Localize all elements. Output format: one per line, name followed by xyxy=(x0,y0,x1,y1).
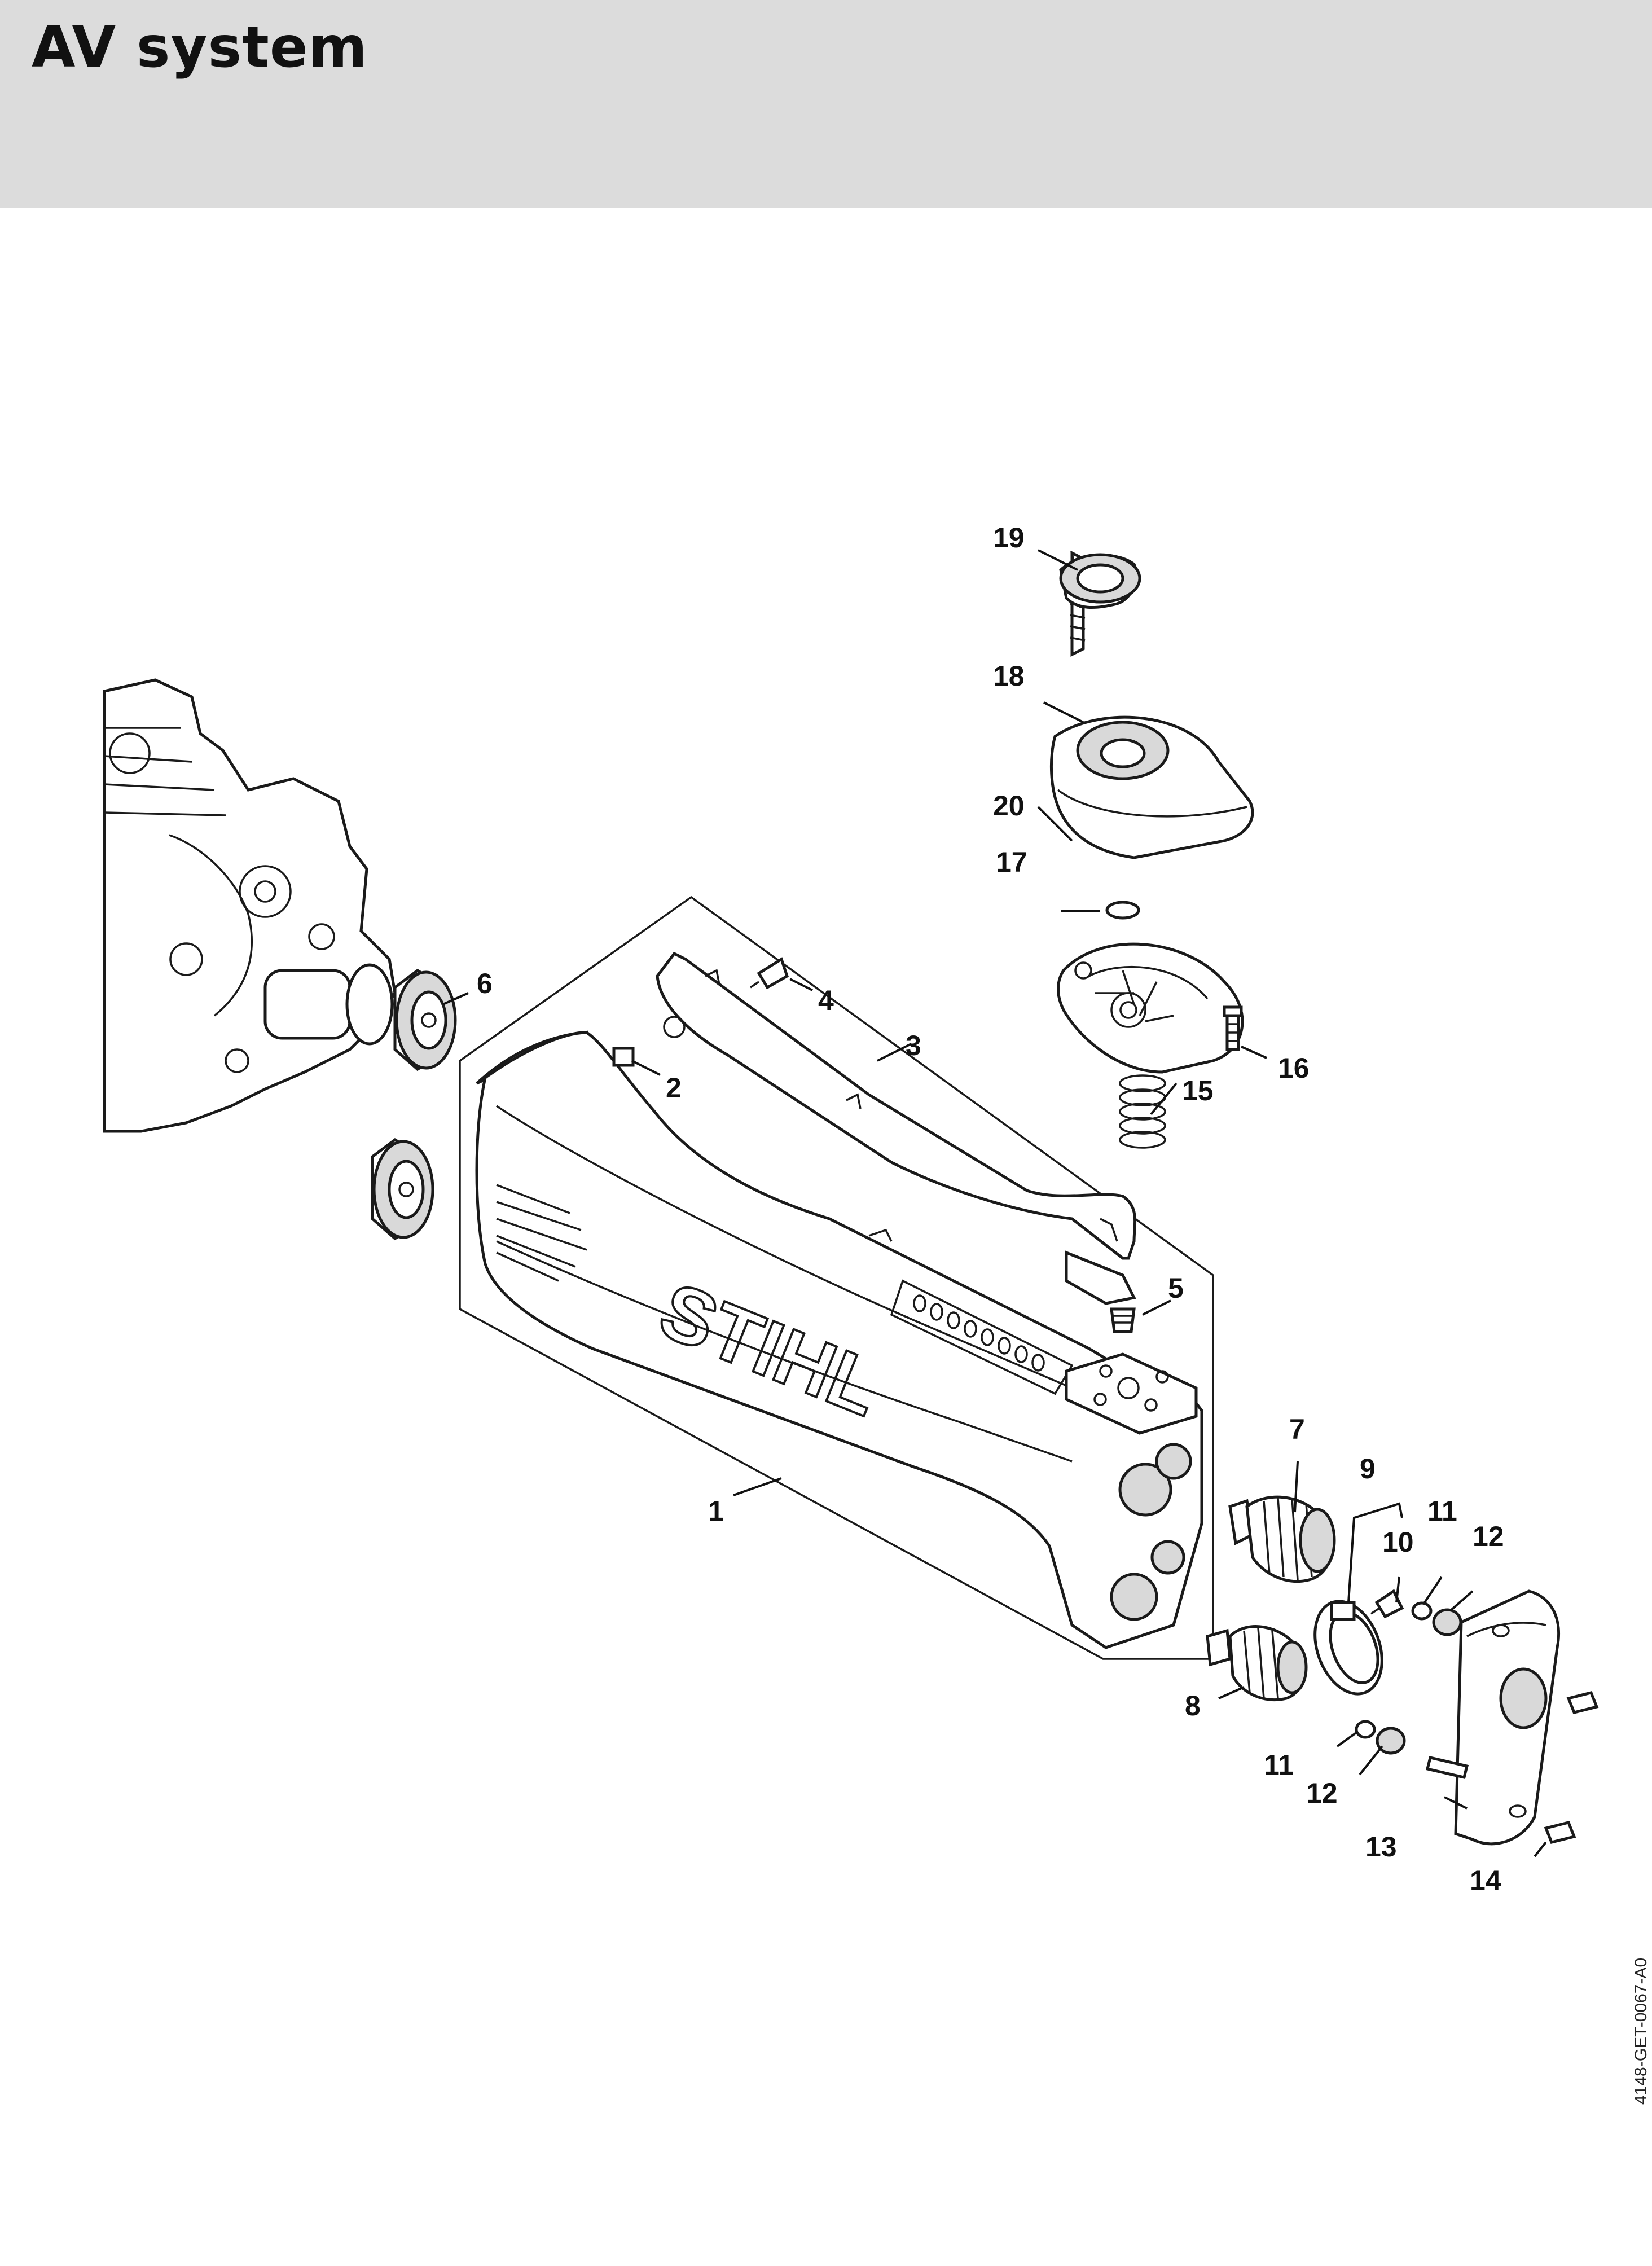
callout-labels: 1 2 3 4 5 6 7 8 9 10 11 12 13 14 15 16 1… xyxy=(477,522,1504,1896)
engine-housing-illustration xyxy=(103,678,397,1133)
leader-lines xyxy=(442,549,1547,1857)
cover-plate-13 xyxy=(1425,1589,1561,1846)
callout-19: 19 xyxy=(993,522,1025,554)
av-spring-8 xyxy=(1206,1625,1308,1702)
callout-12-lower: 12 xyxy=(1306,1777,1338,1809)
nut-11-upper xyxy=(1411,1601,1433,1621)
callout-2: 2 xyxy=(666,1072,682,1104)
cap-18 xyxy=(1049,715,1254,859)
screw-14-lower xyxy=(1544,1821,1576,1844)
callout-5: 5 xyxy=(1168,1272,1184,1304)
callout-15: 15 xyxy=(1182,1075,1214,1106)
callout-18: 18 xyxy=(993,660,1025,692)
callout-10: 10 xyxy=(1382,1526,1414,1558)
callout-11-upper: 11 xyxy=(1427,1495,1457,1527)
assembly-bounding-box xyxy=(459,895,1214,1660)
cover-strip xyxy=(656,951,1137,1305)
ring-20 xyxy=(1105,901,1140,920)
header-bar: AV system xyxy=(0,0,1652,208)
spring-15 xyxy=(1119,1074,1166,1149)
callout-17: 17 xyxy=(996,846,1027,878)
spacer-12-lower xyxy=(1376,1727,1406,1755)
callout-12-upper: 12 xyxy=(1473,1521,1504,1552)
hose-clamp-9 xyxy=(1313,1600,1383,1696)
knob-19 xyxy=(1059,550,1141,657)
callout-14: 14 xyxy=(1470,1865,1501,1896)
callout-16: 16 xyxy=(1278,1052,1310,1084)
carrier-17 xyxy=(1057,942,1244,1074)
av-spring-7 xyxy=(1228,1495,1336,1583)
callout-4: 4 xyxy=(818,985,834,1016)
callout-1: 1 xyxy=(708,1495,724,1527)
screw-16 xyxy=(1223,1005,1243,1051)
callout-3: 3 xyxy=(906,1030,921,1061)
annular-buffer-lower xyxy=(371,1138,434,1241)
insert-5 xyxy=(1110,1307,1136,1333)
screw-10 xyxy=(1370,1589,1404,1619)
callout-9: 9 xyxy=(1360,1453,1376,1485)
screw-14-upper xyxy=(1566,1691,1599,1714)
callout-6: 6 xyxy=(477,968,493,999)
screw-4 xyxy=(750,957,789,990)
callout-11-lower: 11 xyxy=(1264,1749,1294,1781)
callout-13: 13 xyxy=(1365,1831,1397,1863)
annular-buffer-upper xyxy=(393,968,457,1071)
spacer-12-upper xyxy=(1432,1608,1462,1636)
small-clip xyxy=(612,1047,635,1067)
page-title: AV system xyxy=(32,14,368,80)
callout-8: 8 xyxy=(1185,1690,1201,1722)
handle-housing: STIHL xyxy=(475,1030,1203,1649)
nut-11-lower xyxy=(1355,1720,1376,1739)
callout-20: 20 xyxy=(993,790,1025,822)
figure-reference-code: 4148-GET-0067-A0 xyxy=(1632,1957,1650,2105)
callout-7: 7 xyxy=(1289,1413,1305,1445)
